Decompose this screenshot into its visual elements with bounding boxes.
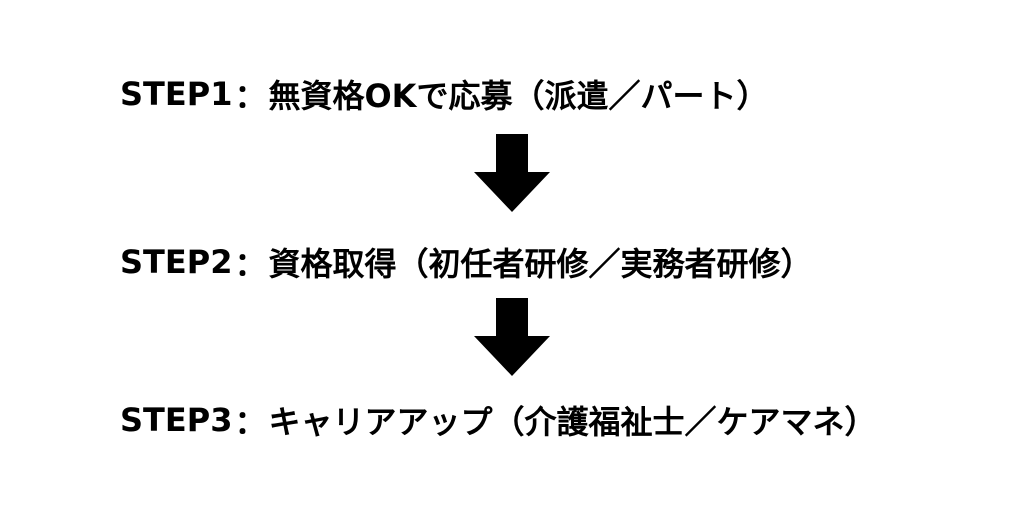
arrow-2-shape <box>474 298 550 376</box>
step-3-separator: ： <box>234 403 267 441</box>
step-2-label: STEP2 <box>120 243 233 281</box>
step-3-label: STEP3 <box>120 401 233 439</box>
step-1-row: STEP1 ： 無資格OKで応募（派遣／パート） <box>120 66 1020 122</box>
step-3-text: キャリアアップ（介護福祉士／ケアマネ） <box>268 403 877 441</box>
step-1-separator: ： <box>234 77 267 115</box>
step-2-separator: ： <box>234 245 267 283</box>
arrow-down-icon <box>474 134 550 212</box>
step-3-row: STEP3 ： キャリアアップ（介護福祉士／ケアマネ） <box>120 392 1020 448</box>
step-1-text: 無資格OKで応募（派遣／パート） <box>268 77 769 115</box>
step-2-text: 資格取得（初任者研修／実務者研修） <box>268 245 813 283</box>
step-2-row: STEP2 ： 資格取得（初任者研修／実務者研修） <box>120 234 1020 290</box>
step-1-label: STEP1 <box>120 75 233 113</box>
arrow-1-shape <box>474 134 550 212</box>
arrow-down-icon <box>474 298 550 376</box>
